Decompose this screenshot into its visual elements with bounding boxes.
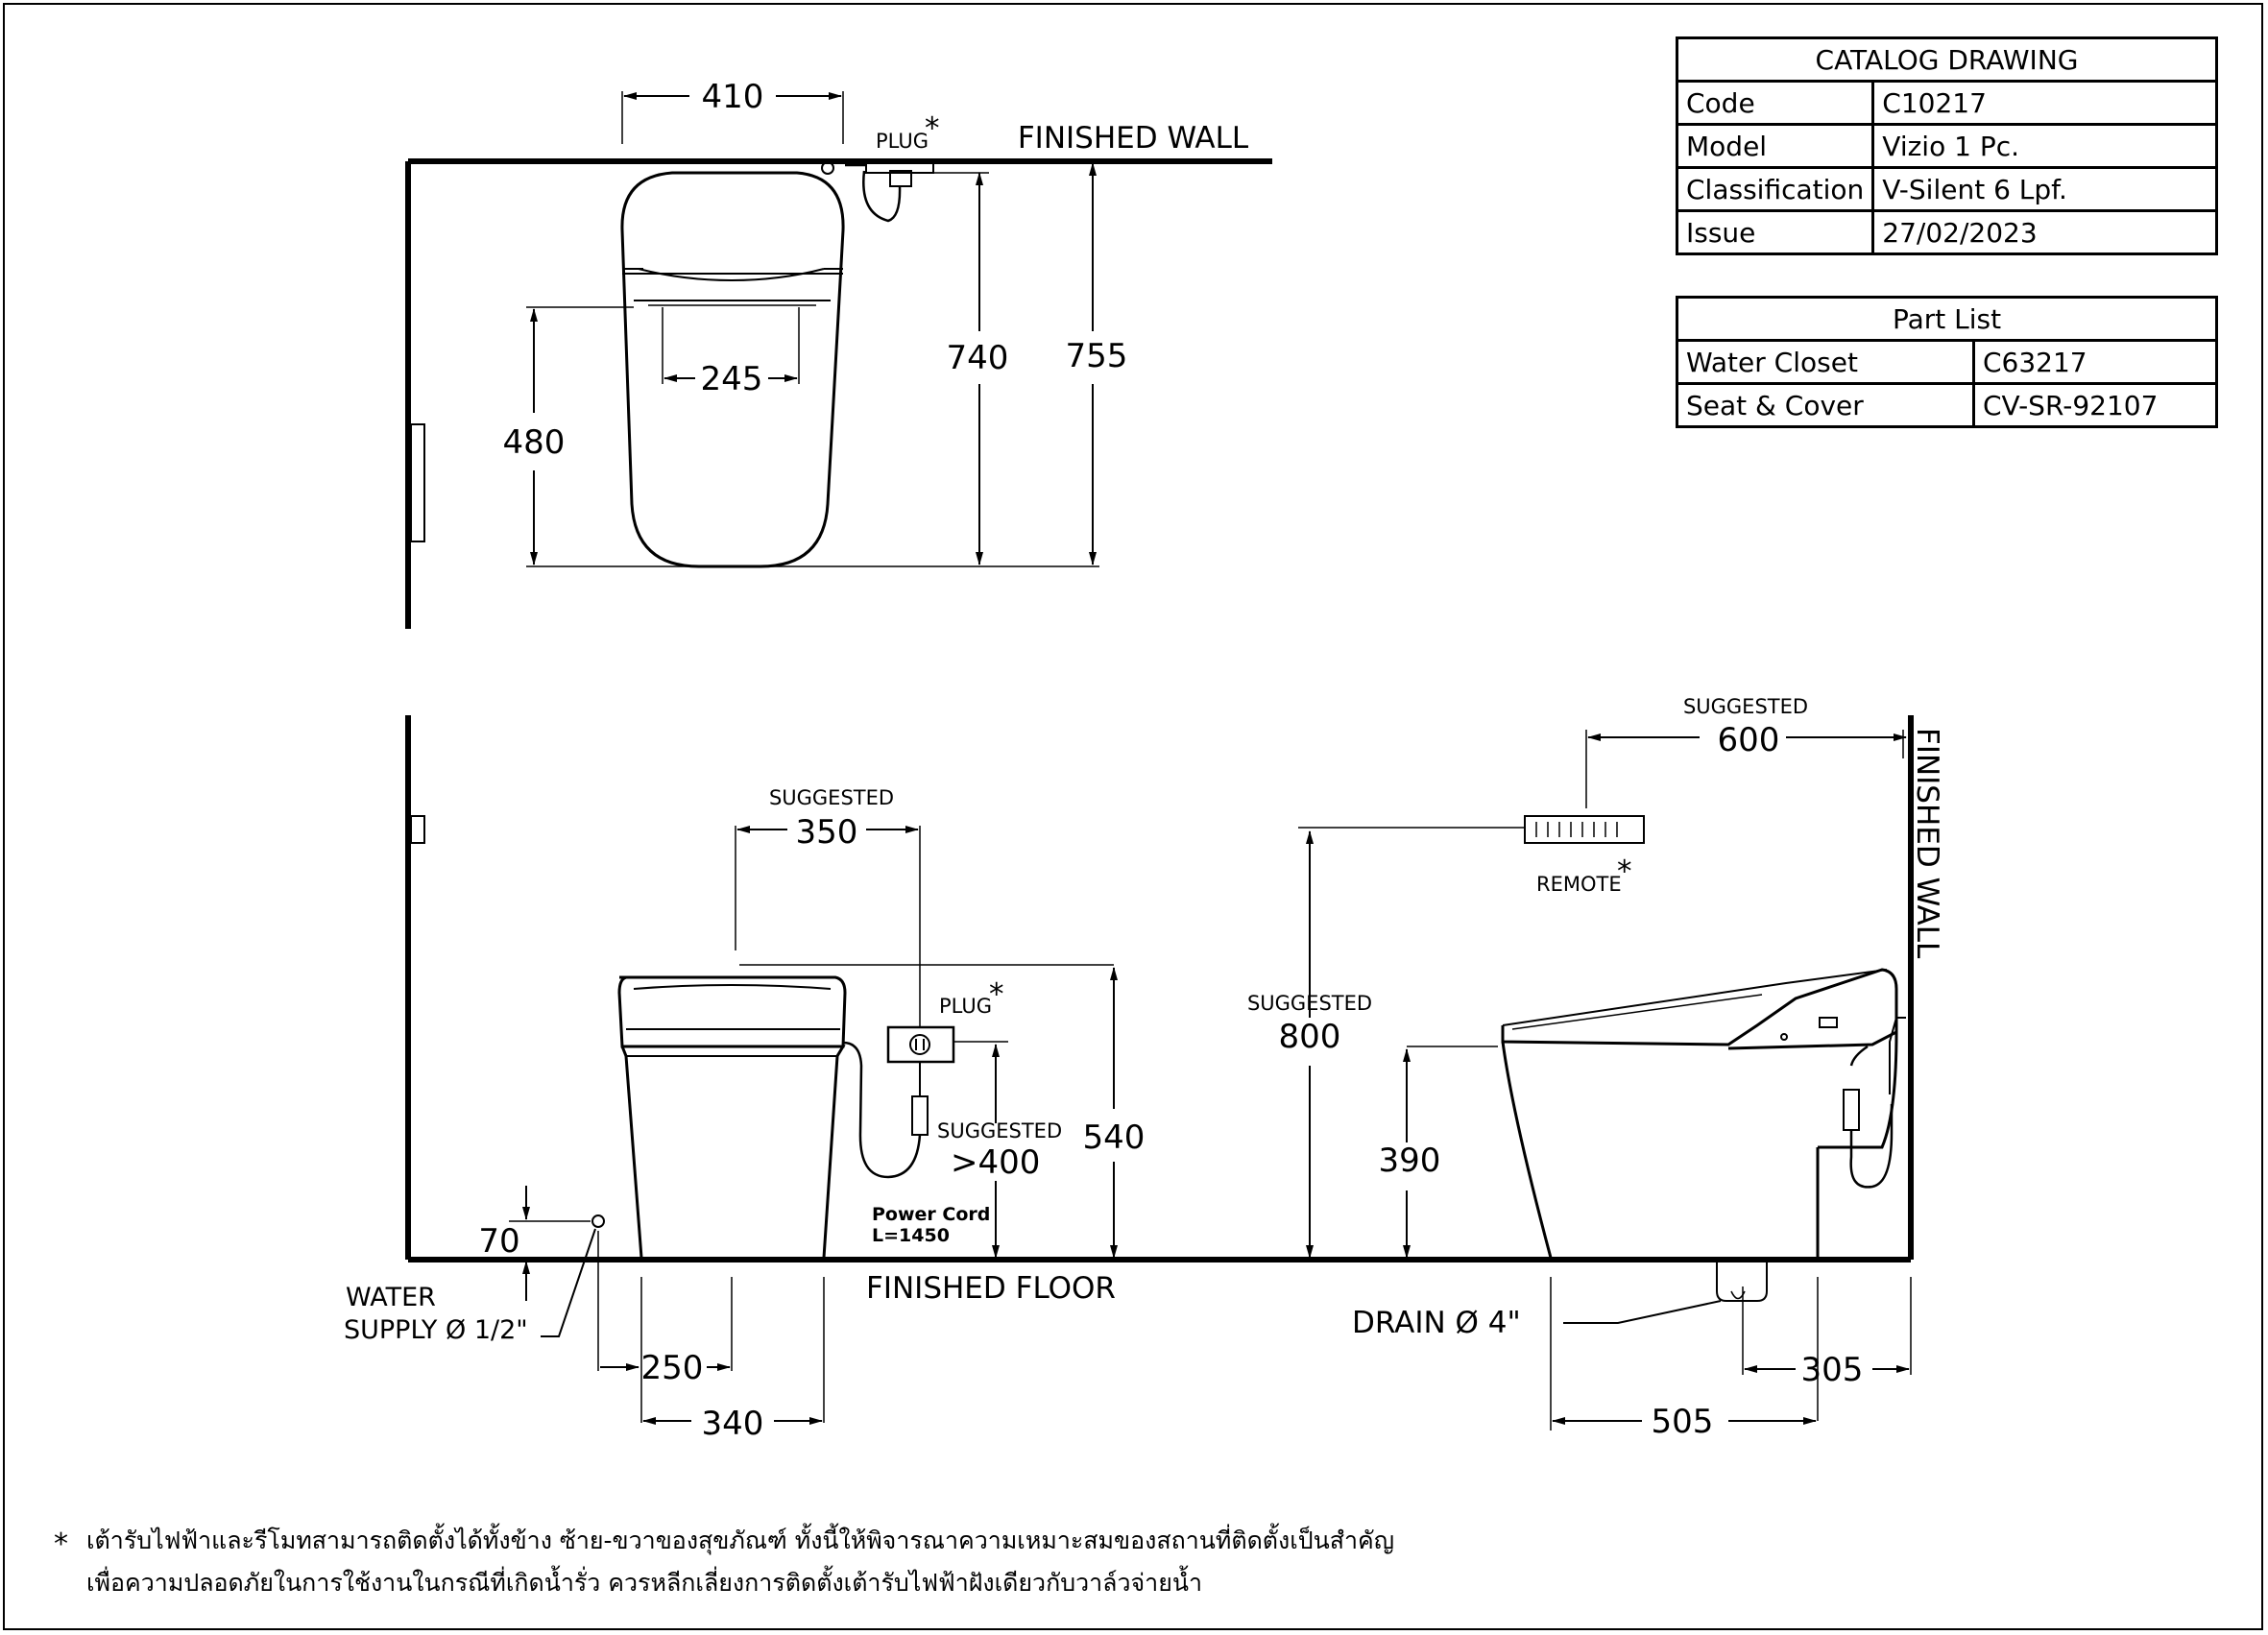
front-dim-540: 540 [1083, 1118, 1146, 1157]
footnote-line-1: เต้ารับไฟฟ้าและรีโมทสามารถติดตั้งได้ทั้ง… [86, 1527, 1395, 1554]
front-view-labels: SUGGESTED 350 PLUG * SUGGESTED >400 Powe… [344, 786, 1145, 1443]
front-wall-fitting [410, 815, 425, 844]
top-wall-label: FINISHED WALL [1018, 121, 1249, 156]
top-view-labels: 410 PLUG * FINISHED WALL 245 480 740 755 [503, 78, 1249, 462]
catalog-value-model: Vizio 1 Pc. [1871, 123, 2218, 169]
side-dim-600: 600 [1718, 721, 1780, 759]
front-suggested-400: SUGGESTED [937, 1119, 1062, 1142]
top-plug-box [865, 160, 934, 174]
part-code-water-closet: C63217 [1972, 339, 2218, 385]
front-dim-250: 250 [641, 1349, 704, 1387]
top-dim-width: 410 [702, 78, 764, 116]
front-view [405, 715, 1911, 1425]
front-water-supply [591, 1214, 605, 1228]
front-water-label-2: SUPPLY Ø 1/2" [344, 1315, 528, 1345]
top-dim-755: 755 [1066, 337, 1128, 375]
front-floor-label: FINISHED FLOOR [866, 1271, 1116, 1306]
top-dim-740: 740 [947, 339, 1009, 377]
top-wall-line [405, 158, 1272, 629]
front-suggested-350: SUGGESTED [769, 786, 894, 809]
side-remote-label: REMOTE [1536, 873, 1622, 896]
side-remote [1524, 815, 1645, 844]
side-dim-390: 390 [1379, 1142, 1441, 1180]
top-plug-label: PLUG [876, 130, 929, 153]
footnote-star: * [54, 1527, 68, 1561]
top-dim-seat-holes: 245 [701, 360, 763, 398]
side-toilet-body [1501, 1031, 1898, 1259]
catalog-key-code: Code [1675, 80, 1875, 126]
side-wall-label: FINISHED WALL [1910, 728, 1944, 959]
part-name-water-closet: Water Closet [1676, 339, 1975, 385]
front-toilet-body [620, 1045, 846, 1259]
front-dim-340: 340 [702, 1405, 764, 1443]
front-dim-400: >400 [951, 1143, 1040, 1182]
part-list-heading: Part List [1676, 296, 2218, 342]
top-plug-asterisk: * [925, 111, 940, 146]
catalog-key-model: Model [1675, 123, 1875, 169]
front-power-cord: Power Cord [872, 1204, 990, 1225]
footnote-line-2: เพื่อความปลอดภัยในการใช้งานในกรณีที่เกิด… [86, 1569, 1202, 1597]
catalog-heading: CATALOG DRAWING [1676, 36, 2218, 83]
drawing-frame [3, 3, 2263, 1630]
side-toilet-lid [1501, 968, 1898, 1050]
catalog-key-issue: Issue [1675, 209, 1875, 255]
part-name-seat-cover: Seat & Cover [1676, 382, 1975, 428]
side-remote-asterisk: * [1617, 854, 1632, 889]
side-dim-505: 505 [1652, 1403, 1714, 1441]
catalog-value-code: C10217 [1871, 80, 2218, 126]
side-suggested-600: SUGGESTED [1683, 695, 1808, 718]
top-view [405, 91, 1272, 629]
side-view-labels: SUGGESTED 600 REMOTE * SUGGESTED 800 390… [1247, 695, 1944, 1441]
front-dim-70: 70 [478, 1222, 519, 1261]
catalog-key-classification: Classification [1675, 166, 1875, 212]
side-drain [1716, 1262, 1768, 1302]
side-view [1298, 715, 1914, 1431]
catalog-value-classification: V-Silent 6 Lpf. [1871, 166, 2218, 212]
side-dim-305: 305 [1801, 1351, 1864, 1389]
front-plug-label: PLUG [939, 995, 992, 1018]
side-drain-label: DRAIN Ø 4" [1352, 1306, 1521, 1340]
front-dim-350: 350 [796, 813, 858, 852]
side-suggested-800: SUGGESTED [1247, 992, 1372, 1015]
side-dim-800: 800 [1279, 1018, 1341, 1056]
top-wall-fitting [410, 423, 425, 542]
front-plug-box [886, 1025, 955, 1064]
catalog-value-issue: 27/02/2023 [1871, 209, 2218, 255]
front-water-label-1: WATER [346, 1283, 436, 1312]
part-code-seat-cover: CV-SR-92107 [1972, 382, 2218, 428]
front-cord-length: L=1450 [872, 1225, 950, 1246]
top-dim-480: 480 [503, 423, 566, 462]
front-plug-asterisk: * [989, 977, 1004, 1012]
